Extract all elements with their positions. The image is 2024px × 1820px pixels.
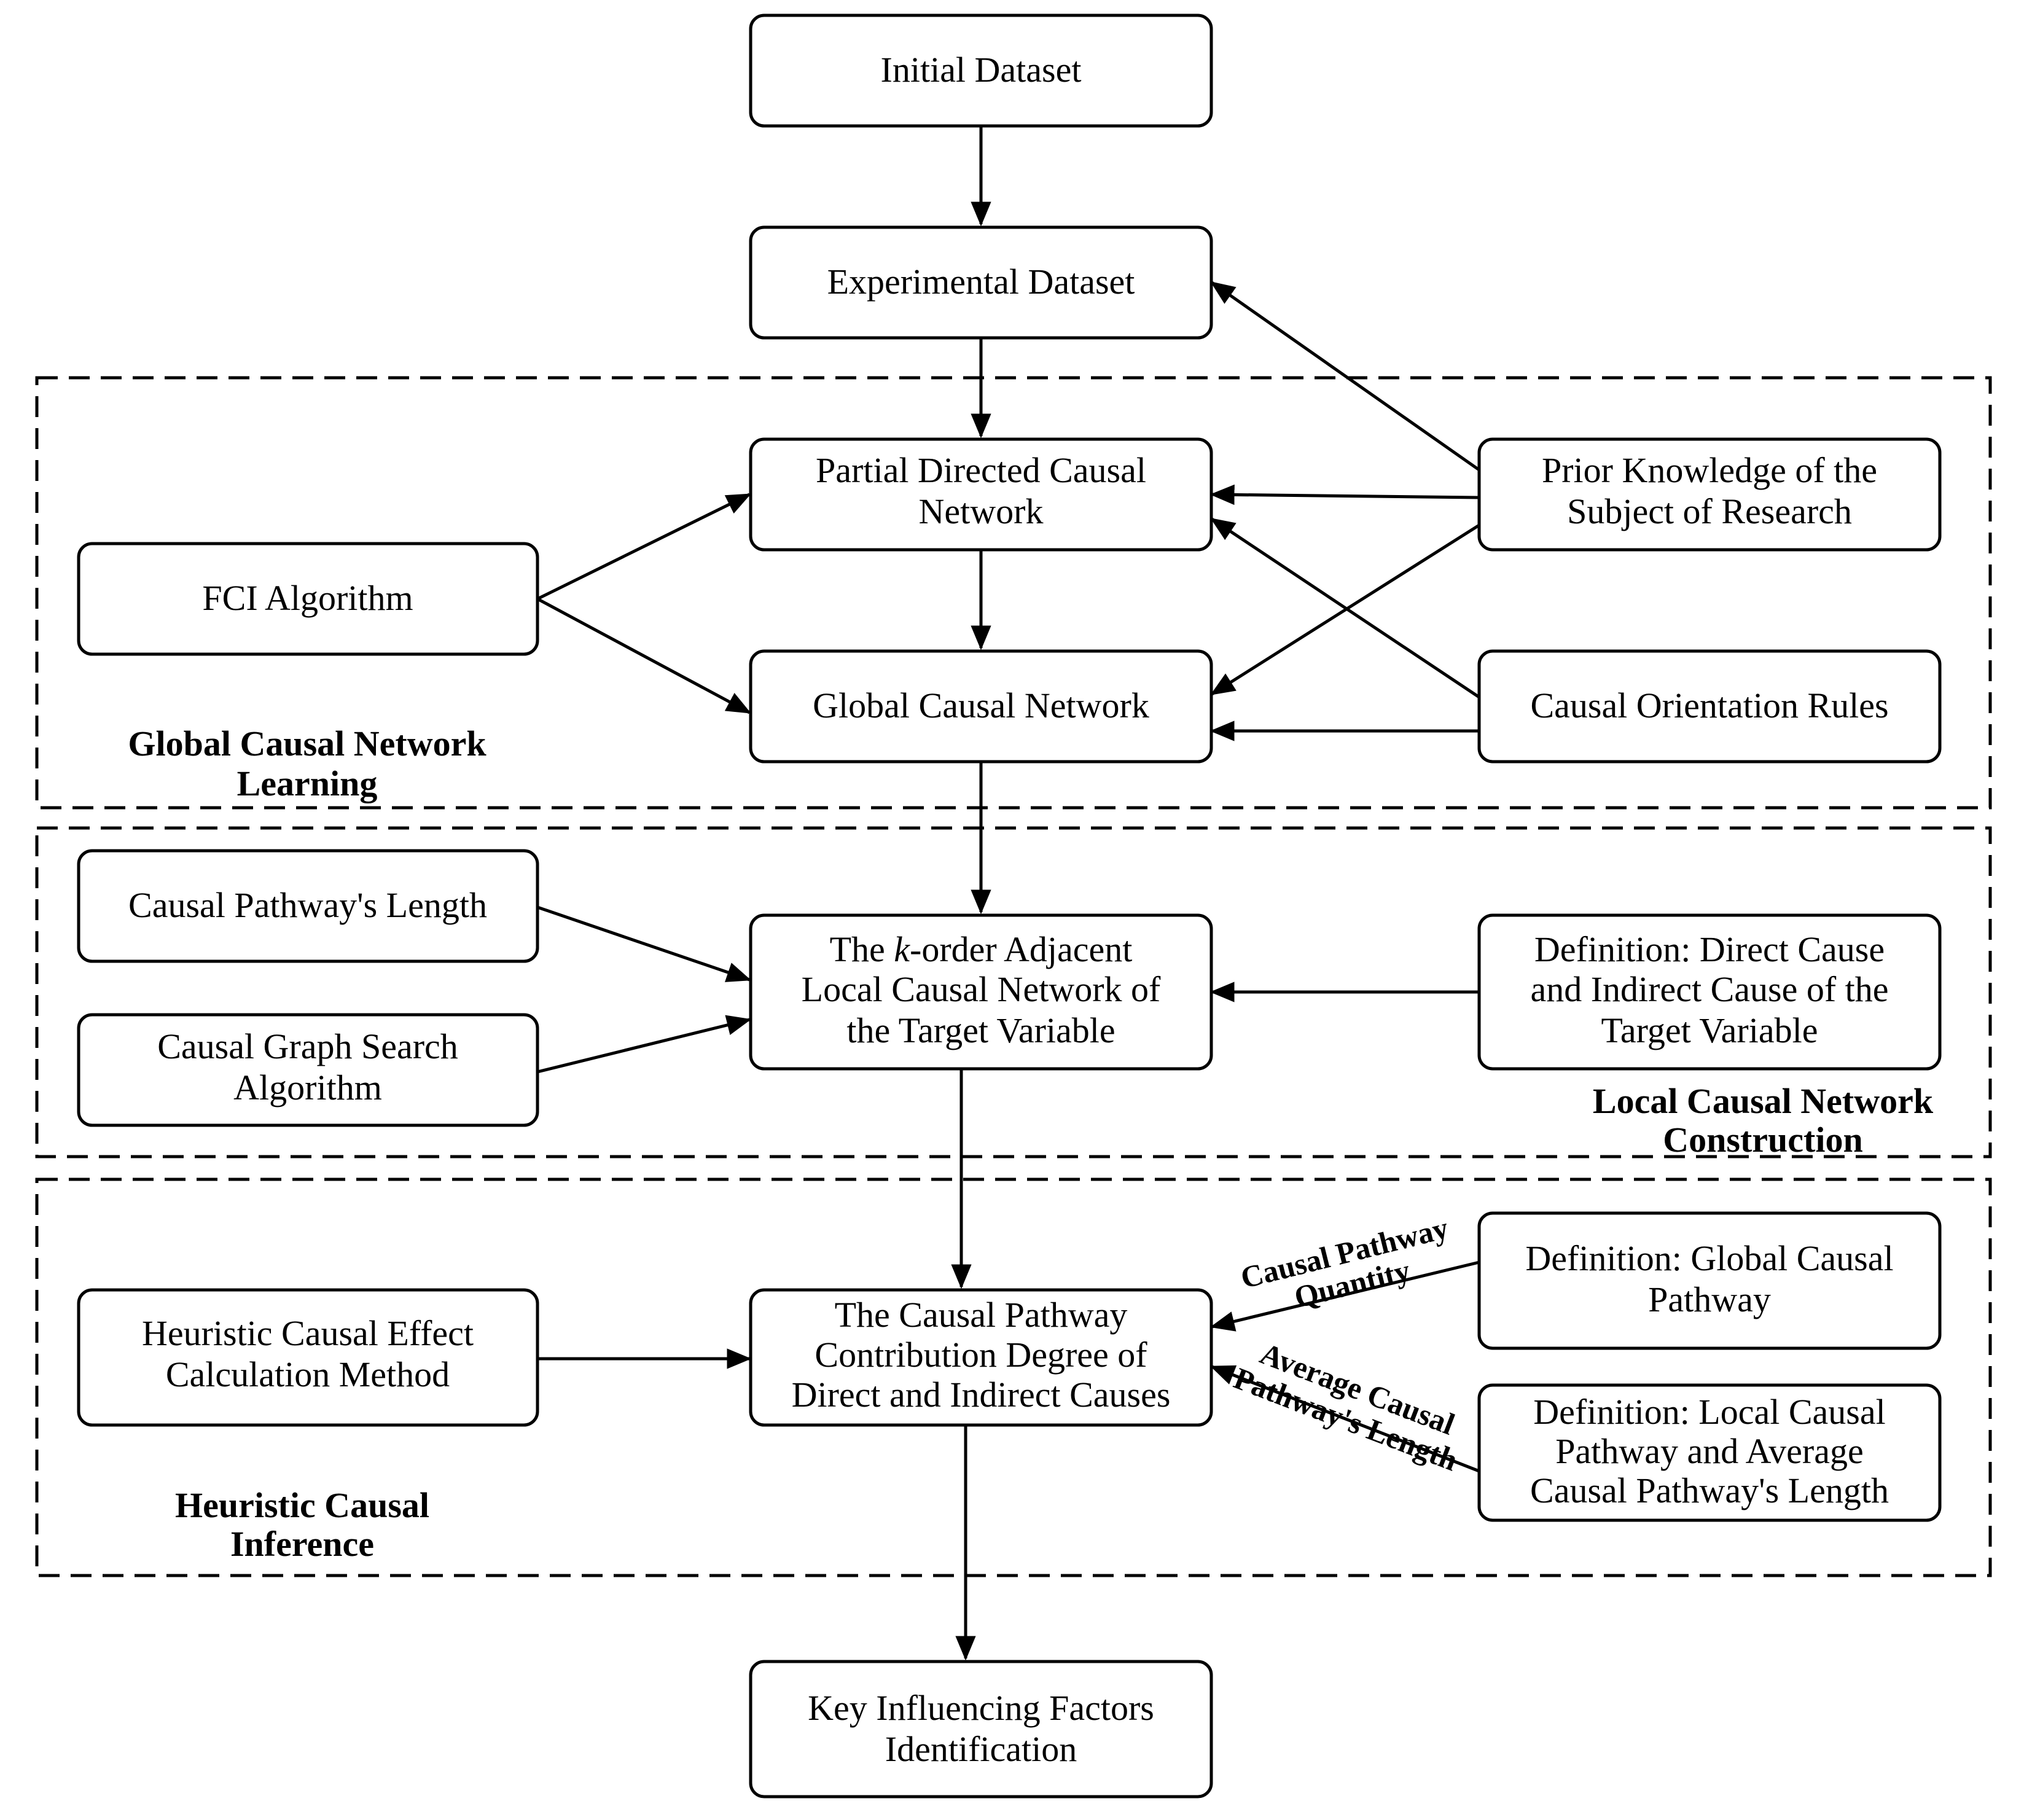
node-initial-dataset-label: Initial Dataset [881,50,1082,90]
node-k-order-line1-pre: The [830,929,894,969]
node-causal-orientation-rules: Causal Orientation Rules [1477,649,1942,764]
node-partial-directed-line2: Network [919,491,1044,531]
node-causal-graph-search: Causal Graph Search Algorithm [77,1013,539,1127]
node-causal-pathway-length-label: Causal Pathway's Length [128,885,487,925]
node-global-causal-network: Global Causal Network [749,649,1213,764]
node-key-factors-line1: Key Influencing Factors [808,1688,1154,1728]
group-global-causal-network-learning: Global Causal Network Learning [35,376,1992,810]
node-definition-local-pathway: Definition: Local Causal Pathway and Ave… [1477,1383,1942,1522]
node-global-causal-network-label: Global Causal Network [813,685,1149,725]
node-definition-direct-line2: and Indirect Cause of the [1530,969,1888,1009]
node-definition-global-pathway: Definition: Global Causal Pathway [1477,1211,1942,1350]
node-contribution-line2: Contribution Degree of [815,1335,1147,1375]
node-definition-direct-line3: Target Variable [1601,1010,1818,1050]
node-prior-knowledge-line2: Subject of Research [1567,491,1852,531]
node-k-order-local-network: The k-order Adjacent Local Causal Networ… [749,913,1213,1071]
node-k-order-line1-k: k [894,929,910,969]
node-k-order-line3: the Target Variable [846,1010,1115,1050]
edge-fci-to-global [536,597,751,714]
node-experimental-dataset-label: Experimental Dataset [827,262,1135,302]
node-definition-local-line2: Pathway and Average [1555,1431,1863,1471]
node-k-order-line1: The k-order Adjacent [830,929,1133,969]
node-causal-pathway-contribution: The Causal Pathway Contribution Degree o… [749,1288,1213,1427]
node-contribution-line1: The Causal Pathway [835,1295,1128,1335]
group-local-title-line2: Construction [1663,1120,1862,1160]
group-global-title-line1: Global Causal Network [128,724,486,764]
node-key-factors-line2: Identification [885,1729,1077,1769]
node-partial-directed-line1: Partial Directed Causal [816,450,1146,490]
edge-definition-local-to-contribution [1209,1365,1480,1473]
node-definition-global-line2: Pathway [1648,1279,1771,1319]
edge-prior-to-partial [1209,484,1480,506]
node-heuristic-effect-line2: Calculation Method [166,1354,450,1394]
node-initial-dataset: Initial Dataset [749,14,1213,128]
edge-definition-global-to-contribution [1209,1260,1480,1332]
node-definition-global-line1: Definition: Global Causal [1525,1238,1893,1278]
edge-label-quantity: Causal Pathway Quantity [1237,1210,1452,1314]
node-k-order-line2: Local Causal Network of [802,969,1161,1009]
edge-fci-to-partial [536,493,751,601]
node-causal-graph-search-line2: Algorithm [233,1068,382,1107]
node-definition-local-line1: Definition: Local Causal [1533,1392,1885,1432]
group-heuristic-title-line1: Heuristic Causal [175,1485,429,1525]
node-causal-orientation-rules-label: Causal Orientation Rules [1530,685,1888,725]
node-definition-direct-indirect: Definition: Direct Cause and Indirect Ca… [1477,913,1942,1071]
node-fci-algorithm: FCI Algorithm [77,542,539,656]
group-heuristic-causal-inference: Heuristic Causal Inference [35,1178,1992,1577]
group-global-title-line2: Learning [237,764,378,803]
group-heuristic-title-line2: Inference [230,1524,374,1564]
node-causal-graph-search-line1: Causal Graph Search [157,1026,458,1066]
node-prior-knowledge-line1: Prior Knowledge of the [1542,450,1877,490]
node-heuristic-causal-effect: Heuristic Causal Effect Calculation Meth… [77,1288,539,1427]
node-fci-algorithm-label: FCI Algorithm [202,578,413,618]
node-definition-local-line3: Causal Pathway's Length [1530,1470,1889,1510]
group-local-causal-network-construction: Local Causal Network Construction [35,826,1992,1160]
edge-rules-to-partial [1210,517,1480,699]
node-contribution-line3: Direct and Indirect Causes [792,1375,1171,1415]
node-causal-pathway-length: Causal Pathway's Length [77,849,539,963]
node-experimental-dataset: Experimental Dataset [749,225,1213,340]
node-partial-directed-causal-network: Partial Directed Causal Network [749,437,1213,552]
node-prior-knowledge: Prior Knowledge of the Subject of Resear… [1477,437,1942,552]
node-key-influencing-factors: Key Influencing Factors Identification [749,1660,1213,1799]
node-k-order-line1-post: -order Adjacent [910,929,1132,969]
node-definition-direct-line1: Definition: Direct Cause [1534,929,1885,969]
edge-prior-to-experimental [1210,281,1480,472]
group-local-title-line1: Local Causal Network [1593,1081,1934,1121]
edge-length-to-korder [537,905,752,982]
node-heuristic-effect-line1: Heuristic Causal Effect [142,1313,474,1353]
edge-label-average: Average Causal Pathway's Length [1229,1336,1462,1478]
edge-search-to-korder [537,1015,752,1074]
